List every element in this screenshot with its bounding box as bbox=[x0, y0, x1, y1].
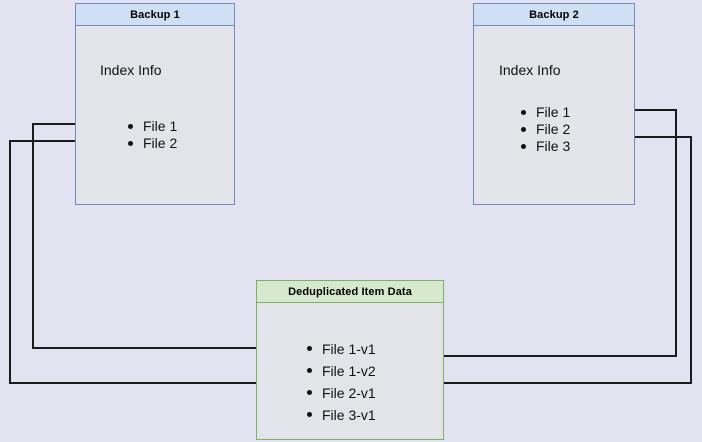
dedup-file-item[interactable]: File 3-v1 bbox=[305, 404, 376, 426]
dedup-file-item[interactable]: File 2-v1 bbox=[305, 382, 376, 404]
dedup-file-item[interactable]: File 1-v2 bbox=[305, 360, 376, 382]
backup1-box[interactable]: Backup 1 Index Info File 1 File 2 bbox=[75, 3, 235, 205]
backup2-title: Backup 2 bbox=[474, 4, 634, 26]
backup2-file-item[interactable]: File 2 bbox=[519, 121, 570, 138]
backup2-index-label: Index Info bbox=[499, 62, 561, 78]
backup1-file-item[interactable]: File 2 bbox=[126, 135, 177, 152]
dedup-box[interactable]: Deduplicated Item Data File 1-v1 File 1-… bbox=[256, 280, 444, 440]
backup1-index-label: Index Info bbox=[100, 62, 162, 78]
backup1-file-item[interactable]: File 1 bbox=[126, 118, 177, 135]
dedup-file-list: File 1-v1 File 1-v2 File 2-v1 File 3-v1 bbox=[305, 338, 376, 426]
backup2-box[interactable]: Backup 2 Index Info File 1 File 2 File 3 bbox=[473, 3, 635, 205]
backup1-file-list: File 1 File 2 bbox=[126, 118, 177, 152]
backup1-title: Backup 1 bbox=[76, 4, 234, 26]
backup2-file-item[interactable]: File 3 bbox=[519, 138, 570, 155]
dedup-title: Deduplicated Item Data bbox=[257, 281, 443, 303]
backup2-file-item[interactable]: File 1 bbox=[519, 104, 570, 121]
dedup-file-item[interactable]: File 1-v1 bbox=[305, 338, 376, 360]
backup2-file-list: File 1 File 2 File 3 bbox=[519, 104, 570, 155]
